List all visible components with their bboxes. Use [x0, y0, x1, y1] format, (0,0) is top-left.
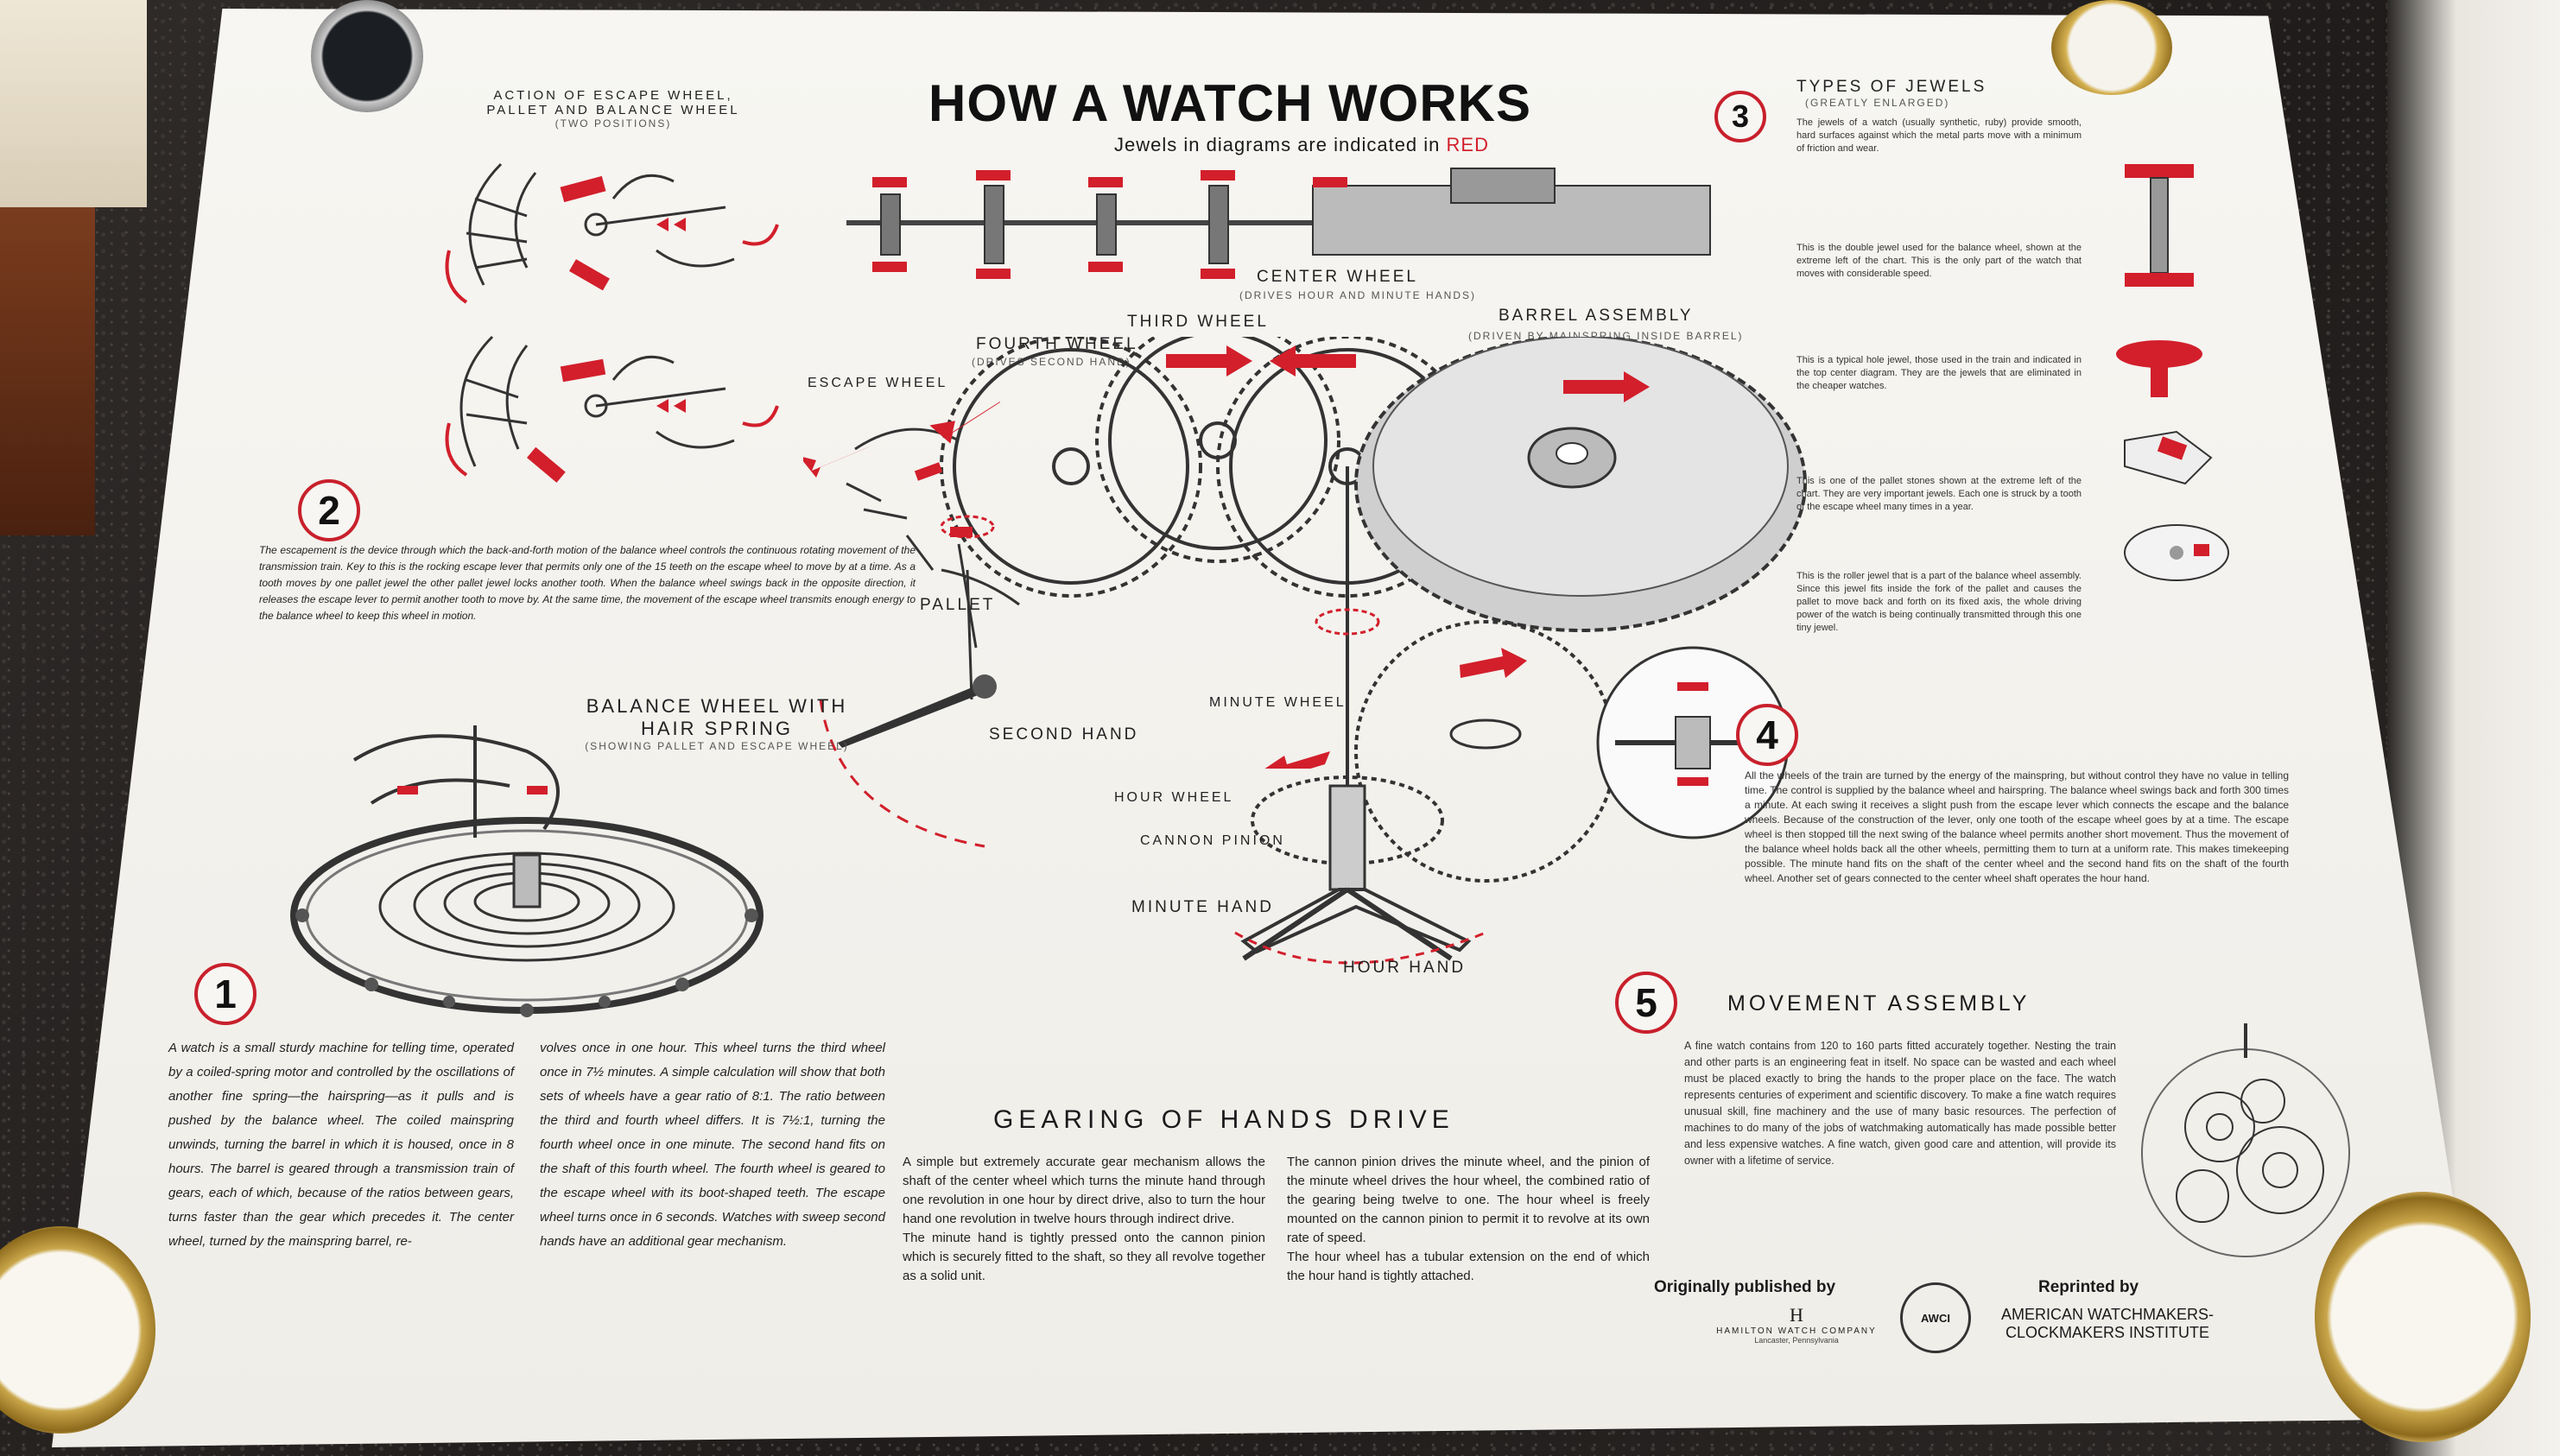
subtitle-text: Jewels in diagrams are indicated in	[1114, 134, 1441, 155]
label-hour-hand: HOUR HAND	[1343, 959, 1467, 977]
balance-wheel-illustration	[290, 725, 764, 1017]
label-third-wheel: THIRD WHEEL	[1127, 313, 1269, 331]
escape-heading-line3: (TWO POSITIONS)	[554, 117, 672, 130]
label-second-hand: SECOND HAND	[989, 725, 1139, 744]
label-center-wheel-note: (DRIVES HOUR AND MINUTE HANDS)	[1239, 289, 1477, 301]
jewels-paragraph4: This is one of the pallet stones shown a…	[1796, 476, 2082, 512]
gearing-title: GEARING OF HANDS DRIVE	[993, 1105, 1454, 1134]
poster-subtitle: Jewels in diagrams are indicated in RED	[1114, 134, 1489, 156]
label-minute-wheel: MINUTE WHEEL	[1209, 695, 1347, 710]
balance-heading-note: (SHOWING PALLET AND ESCAPE WHEEL)	[585, 740, 849, 752]
section5-text: A fine watch contains from 120 to 160 pa…	[1684, 1040, 2116, 1167]
section1-column2: volves once in one hour. This wheel turn…	[540, 1041, 885, 1249]
gearing-column1: A simple but extremely accurate gear mec…	[903, 1155, 1265, 1283]
section-number-4: 4	[1736, 704, 1798, 766]
pocket-watch-bottom-right	[2315, 1192, 2531, 1442]
jewels-note: (GREATLY ENLARGED)	[1805, 97, 1950, 109]
escape-heading-line2: PALLET AND BALANCE WHEEL	[486, 103, 740, 117]
label-cannon-pinion: CANNON PINION	[1140, 833, 1285, 848]
awci-name-line1: AMERICAN WATCHMAKERS-	[2000, 1306, 2214, 1323]
pocket-watch-bottom-left	[0, 1226, 155, 1434]
hamilton-city: Lancaster, Pennsylvania	[1754, 1336, 1839, 1345]
jewel-illustrations	[2116, 164, 2229, 581]
section-number-2: 2	[298, 479, 360, 541]
section-number-3: 3	[1714, 91, 1766, 142]
watch-poster: HOW A WATCH WORKS Jewels in diagrams are…	[52, 9, 2487, 1447]
gear-train-illustration	[819, 337, 1807, 965]
subtitle-red-word: RED	[1446, 134, 1489, 155]
hamilton-mark: H	[1790, 1304, 1803, 1326]
jewels-paragraph1: The jewels of a watch (usually synthetic…	[1796, 117, 2082, 154]
poster-title: HOW A WATCH WORKS	[928, 74, 1532, 132]
label-minute-hand: MINUTE HAND	[1131, 898, 1274, 916]
gear-train-cross-section	[846, 168, 1711, 279]
wristwatch-top-right	[2051, 0, 2172, 95]
label-hour-wheel: HOUR WHEEL	[1114, 790, 1234, 805]
escape-heading-line1: ACTION OF ESCAPE WHEEL,	[493, 88, 733, 103]
section-number-5: 5	[1615, 972, 1677, 1034]
section2-text: The escapement is the device through whi…	[259, 544, 916, 622]
reprinted-by-label: Reprinted by	[2038, 1278, 2139, 1296]
jewels-paragraph5: This is the roller jewel that is a part …	[1796, 571, 2082, 633]
wood-floor	[0, 207, 95, 535]
label-pallet: PALLET	[920, 596, 996, 614]
hamilton-name: HAMILTON WATCH COMPANY	[1716, 1326, 1877, 1336]
escape-section-heading: ACTION OF ESCAPE WHEEL, PALLET AND BALAN…	[458, 88, 769, 130]
balance-wheel-heading: BALANCE WHEEL WITH HAIR SPRING (SHOWING …	[535, 695, 898, 752]
label-center-wheel: CENTER WHEEL	[1257, 268, 1418, 286]
jewels-paragraph3: This is a typical hole jewel, those used…	[1796, 355, 2082, 391]
awci-name-line2: CLOCKMAKERS INSTITUTE	[2005, 1324, 2210, 1341]
awci-name: AMERICAN WATCHMAKERS- CLOCKMAKERS INSTIT…	[1978, 1306, 2237, 1342]
gearing-column2: The cannon pinion drives the minute whee…	[1287, 1155, 1650, 1283]
label-escape-wheel: ESCAPE WHEEL	[808, 376, 948, 390]
balance-heading-line1: BALANCE WHEEL WITH	[586, 695, 848, 717]
section4-text: All the wheels of the train are turned b…	[1745, 769, 2289, 884]
direction-arrows	[803, 345, 1650, 769]
balance-heading-line2: HAIR SPRING	[640, 718, 794, 739]
jewels-title: TYPES OF JEWELS	[1796, 78, 1987, 96]
wristwatch-top-left	[311, 0, 423, 112]
background-wall	[0, 0, 147, 207]
awci-seal: AWCI	[1900, 1282, 1971, 1353]
section1-column1: A watch is a small sturdy machine for te…	[168, 1041, 514, 1249]
jewels-paragraph2: This is the double jewel used for the ba…	[1796, 243, 2082, 279]
movement-assembly-title: MOVEMENT ASSEMBLY	[1727, 991, 2031, 1016]
label-barrel-assembly: BARREL ASSEMBLY	[1499, 307, 1694, 325]
section-number-1: 1	[194, 963, 257, 1025]
movement-assembly-illustration	[2141, 1023, 2350, 1257]
originally-published-label: Originally published by	[1654, 1278, 1836, 1296]
escape-wheel-diagram	[445, 162, 779, 483]
hamilton-logo: H HAMILTON WATCH COMPANY Lancaster, Penn…	[1693, 1304, 1900, 1345]
